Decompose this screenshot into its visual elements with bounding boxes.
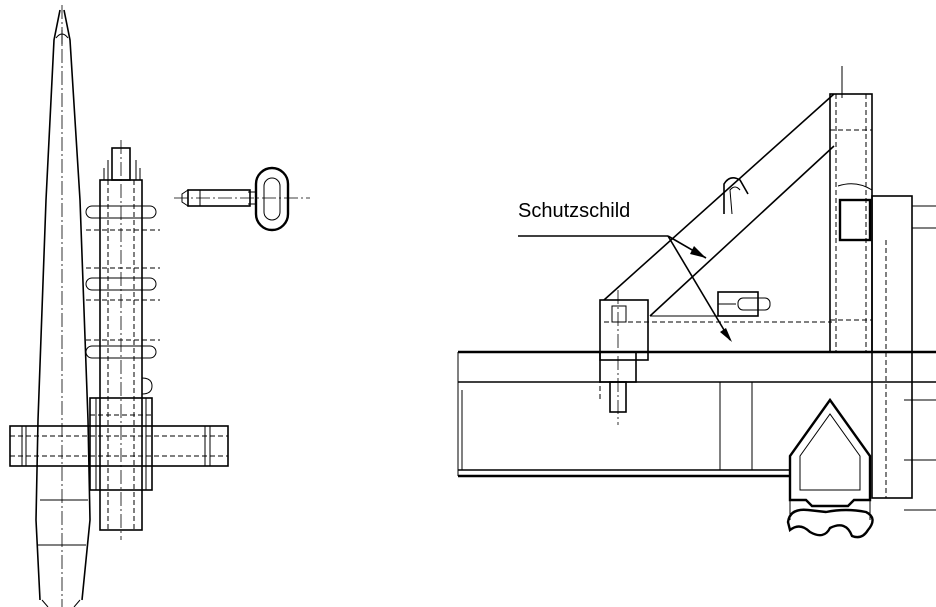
frame-view-right: [457, 66, 936, 539]
slider-plate: [717, 291, 771, 317]
shield-callout-label: Schutzschild: [518, 200, 631, 222]
u-clip: [723, 176, 749, 214]
side-bracket: [838, 195, 936, 511]
diagonal-brace: [603, 66, 843, 317]
arrowhead-upper: [690, 246, 706, 258]
locking-pin: [174, 166, 310, 232]
tapered-blade: [35, 5, 91, 607]
arrowhead-lower: [720, 328, 732, 342]
axle-tube: [9, 425, 229, 467]
vertical-post: [829, 93, 873, 353]
u-clip-inner: [729, 186, 741, 215]
hanger-with-hook: [786, 397, 874, 539]
side-view-left: [9, 5, 310, 607]
main-beam: [457, 350, 936, 478]
mounting-shank: [85, 140, 160, 540]
bracket-block: [599, 290, 832, 425]
shield-callout-leaders: [518, 235, 732, 342]
